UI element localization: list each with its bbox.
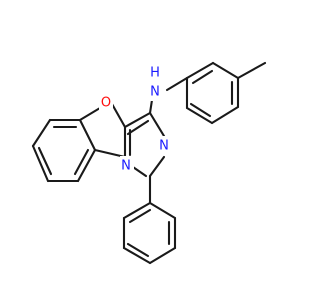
bond — [128, 208, 152, 224]
bond — [211, 61, 240, 80]
amine-hydrogen-label: H — [150, 66, 160, 81]
molecule-diagram: O N H N N — [31, 61, 267, 265]
oxygen-atom-label: O — [101, 96, 111, 111]
bond — [126, 242, 150, 258]
bond — [76, 148, 97, 183]
bonds — [31, 61, 267, 265]
bond — [185, 61, 215, 80]
bond — [93, 148, 127, 159]
bond — [37, 146, 53, 176]
bond — [148, 155, 166, 178]
bond — [236, 61, 267, 80]
bond — [78, 118, 97, 152]
bond — [191, 69, 214, 85]
bond — [31, 118, 52, 148]
bond — [189, 102, 212, 118]
pyrimidine-nitrogen-1-label: N — [121, 159, 131, 174]
amine-nitrogen-label: N — [150, 85, 160, 100]
bond — [78, 106, 102, 122]
bond — [122, 201, 152, 220]
structure-svg: O N H N N — [31, 61, 267, 265]
bond — [148, 246, 177, 265]
bond — [148, 111, 166, 138]
bond — [185, 106, 214, 125]
pyrimidine-nitrogen-3-label: N — [159, 139, 169, 154]
bond — [148, 201, 177, 220]
bond — [110, 102, 127, 129]
bond — [126, 119, 150, 136]
bond — [148, 98, 154, 115]
bond — [210, 105, 240, 125]
bond — [31, 144, 50, 183]
bond — [73, 148, 90, 176]
atom-labels: O N H N N — [99, 65, 171, 174]
bond — [123, 111, 152, 129]
bond — [165, 76, 189, 92]
bond — [122, 246, 152, 265]
